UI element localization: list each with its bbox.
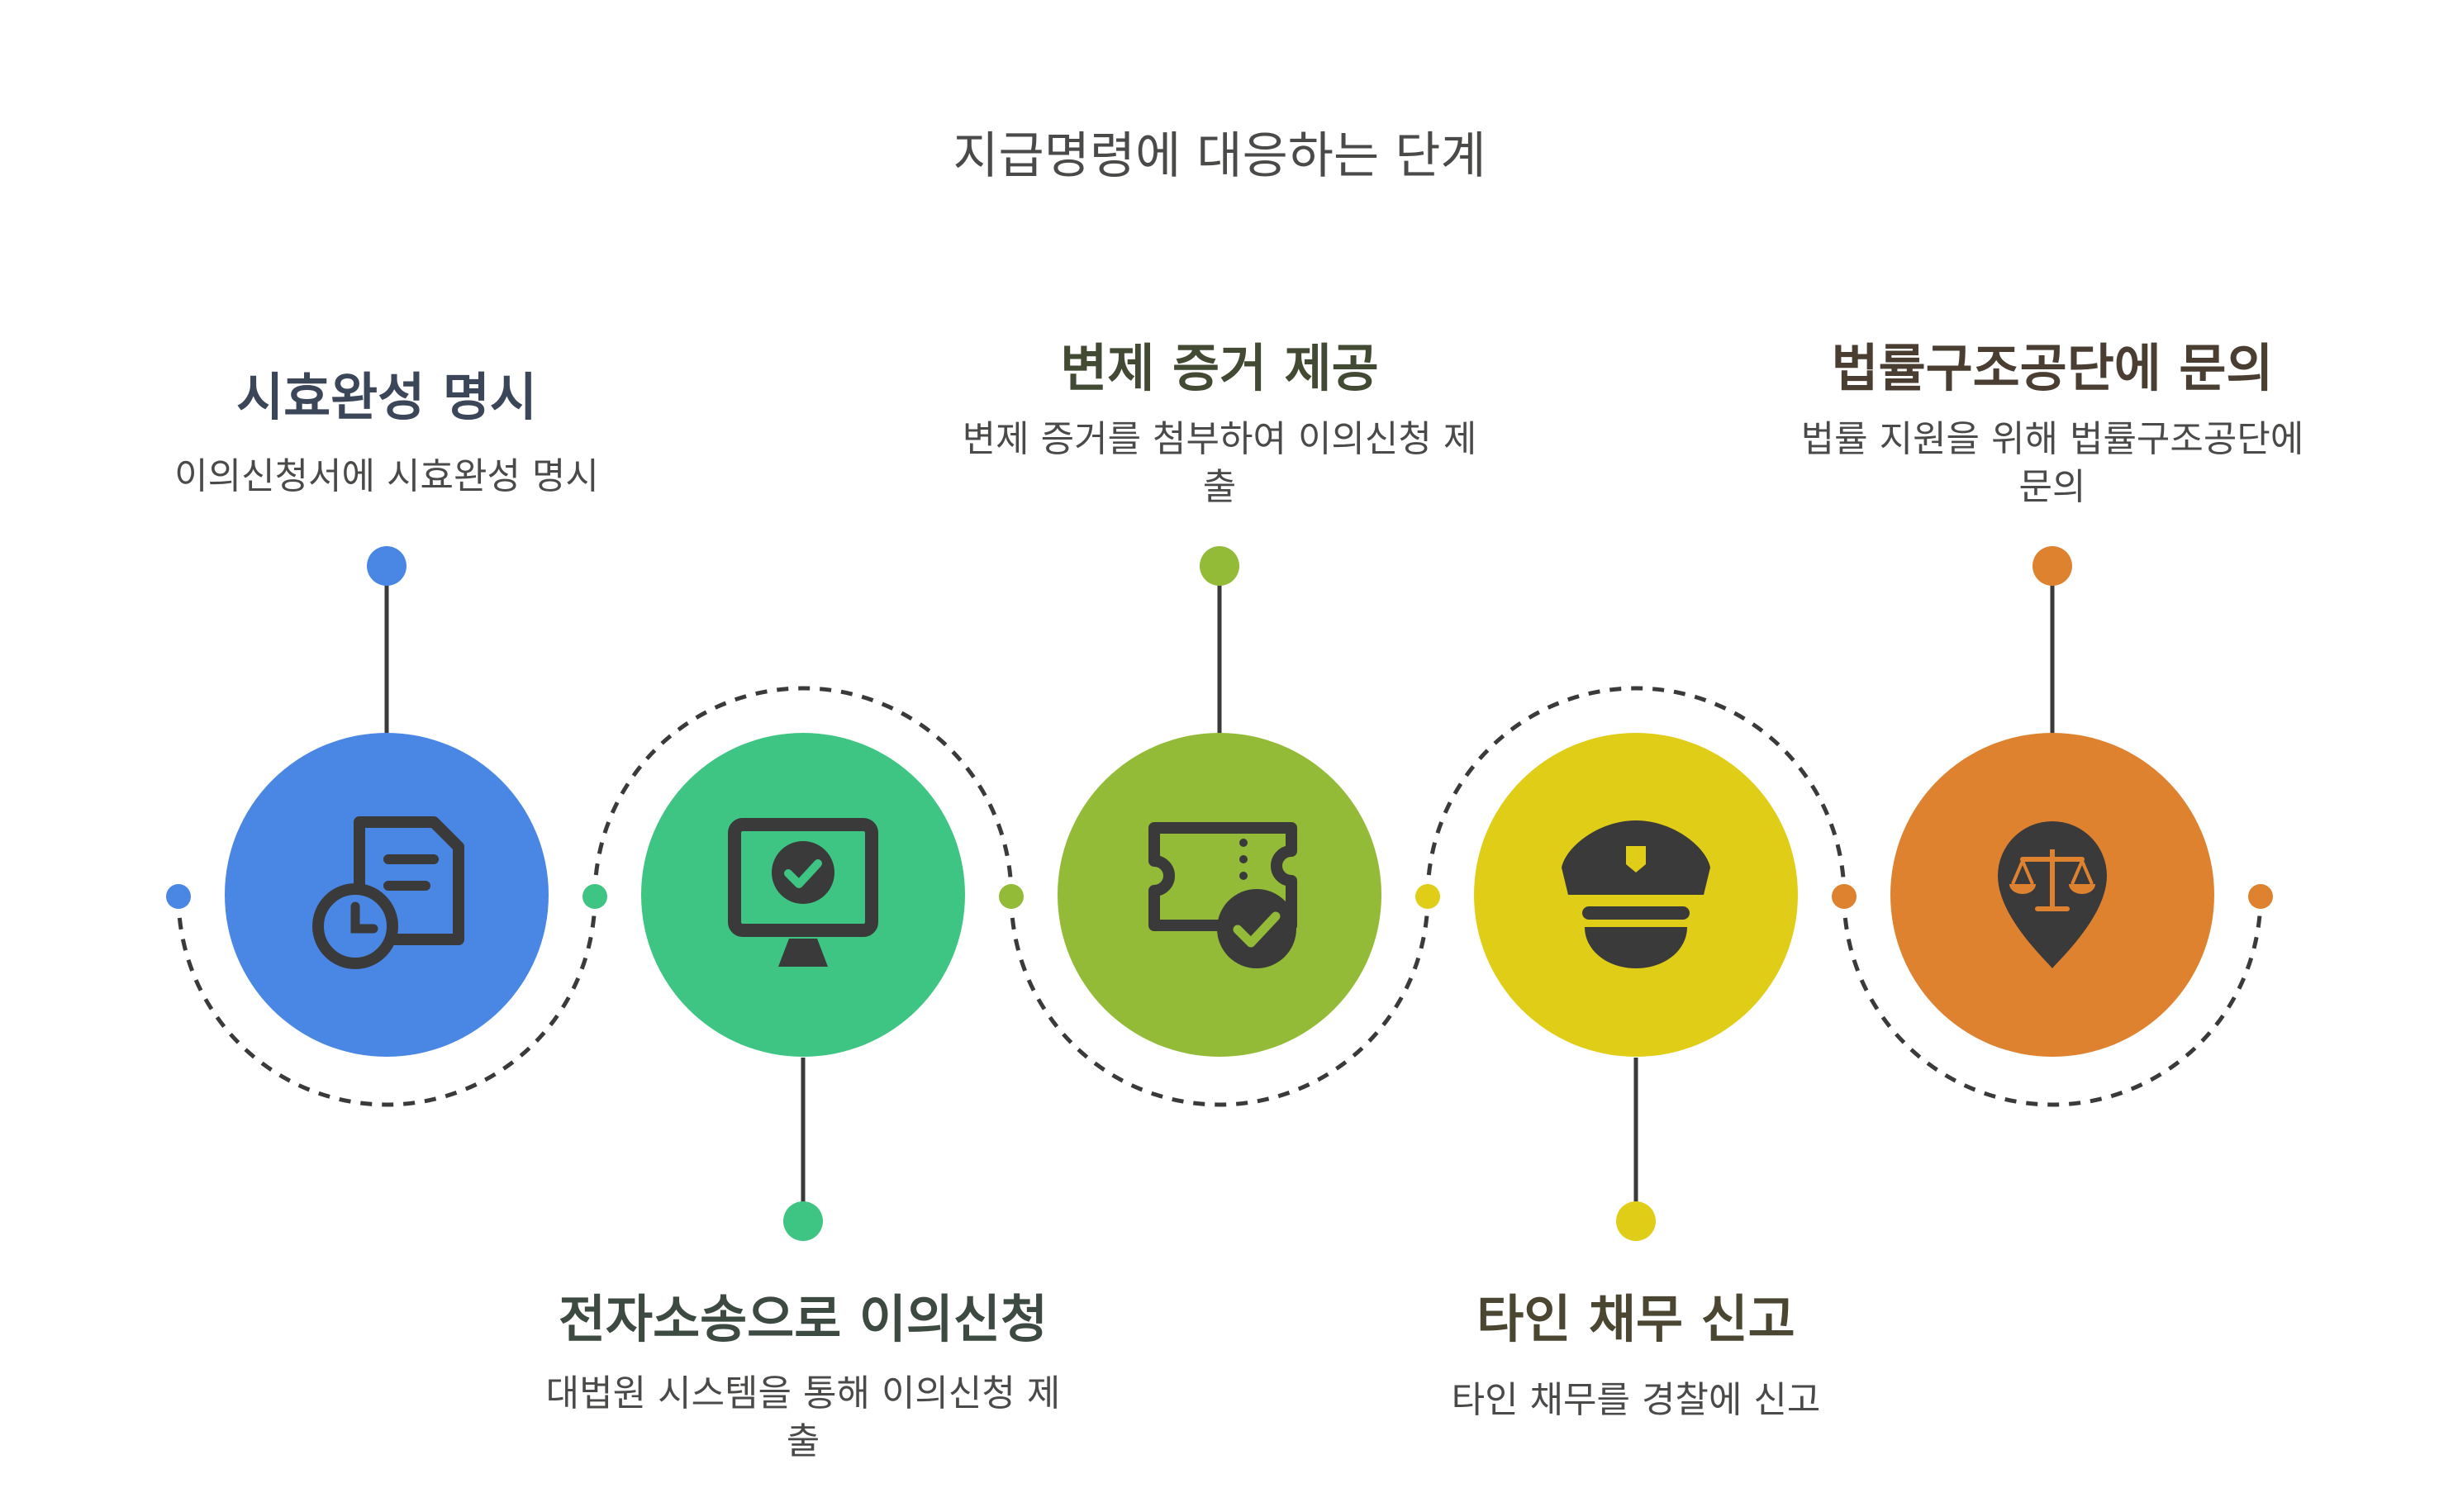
connector-arc-5 <box>1842 896 2263 1107</box>
step-2-desc-line-2: 출 <box>786 1420 820 1462</box>
step-1-desc-line-1: 이의신청서에 시효완성 명시 <box>174 455 599 497</box>
stem-dot-3 <box>1200 546 1239 586</box>
step-5-desc-line-1: 법률 지원을 위해 법률구조공단에 <box>1800 418 2304 460</box>
connector-arc-4 <box>1425 686 1847 897</box>
step-circle-3 <box>1058 733 1381 1057</box>
junction-dot-4 <box>1415 884 1440 909</box>
junction-dot-3 <box>999 884 1024 909</box>
junction-dot-6 <box>2248 884 2273 909</box>
document-clock-icon <box>312 816 464 969</box>
step-2-description: 대법원 시스템을 통해 이의신청 제 출 <box>546 1370 1061 1466</box>
junction-dot-1 <box>166 884 191 909</box>
step-4-description: 타인 채무를 경찰에 신고 <box>1452 1376 1821 1424</box>
stem-dot-5 <box>2032 546 2072 586</box>
step-1-title: 시효완성 명시 <box>236 367 537 427</box>
legal-scale-pin-icon <box>1998 821 2107 968</box>
step-5-description: 법률 지원을 위해 법률구조공단에 문의 <box>1801 416 2304 511</box>
step-5-desc-line-2: 문의 <box>2018 466 2086 508</box>
step-2-title: 전자소송으로 이의신청 <box>559 1289 1048 1349</box>
police-cap-icon <box>1562 820 1710 968</box>
step-4-title: 타인 채무 신고 <box>1476 1289 1795 1349</box>
step-3-title: 변제 증거 제공 <box>1060 338 1379 398</box>
junction-dot-2 <box>582 884 607 909</box>
ticket-check-icon <box>1148 822 1297 968</box>
connector-arc-1 <box>176 896 597 1107</box>
junction-dot-5 <box>1832 884 1857 909</box>
diagram-title: 지급명령에 대응하는 단계 <box>953 127 1486 185</box>
stem-dot-4 <box>1616 1201 1656 1241</box>
step-3-desc-line-1: 변제 증거를 첨부하여 이의신청 제 <box>962 418 1477 460</box>
stem-dot-1 <box>367 546 406 586</box>
connector-arc-3 <box>1009 896 1430 1107</box>
step-circle-1 <box>225 733 549 1057</box>
step-1-description: 이의신청서에 시효완성 명시 <box>174 453 599 501</box>
step-3-description: 변제 증거를 첨부하여 이의신청 제 출 <box>963 416 1477 511</box>
stem-dot-2 <box>783 1201 823 1241</box>
connector-arc-2 <box>592 686 1014 897</box>
step-3-desc-line-2: 출 <box>1202 466 1237 508</box>
step-5-title: 법률구조공단에 문의 <box>1831 338 2274 398</box>
monitor-check-icon <box>728 818 878 967</box>
step-4-desc-line-1: 타인 채무를 경찰에 신고 <box>1451 1379 1821 1421</box>
step-2-desc-line-1: 대법원 시스템을 통해 이의신청 제 <box>545 1372 1061 1415</box>
